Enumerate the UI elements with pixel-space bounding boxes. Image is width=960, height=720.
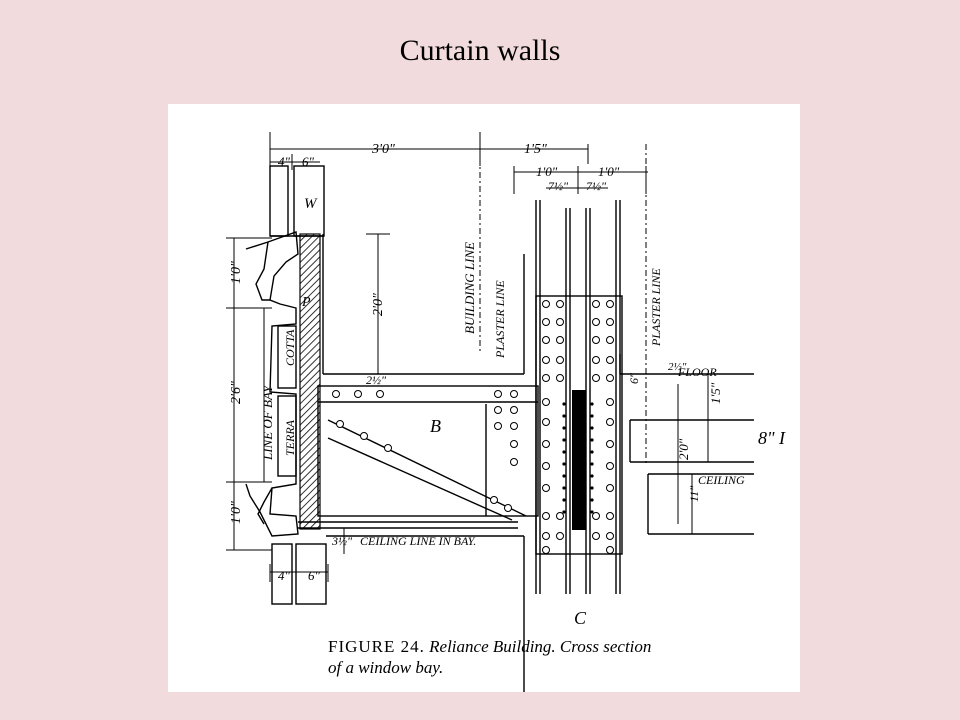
figure-caption: FIGURE 24. Reliance Building. Cross sect…: [328, 636, 788, 678]
caption-line-1: Reliance Building. Cross section: [429, 637, 652, 656]
section-drawing: 3'0" 1'5" 1'0" 1'0" 7½" 7½" 4" 6" W P CO…: [226, 132, 786, 692]
dim-top-width: 3'0": [371, 142, 395, 157]
dim-left-1-top: 1'0": [229, 261, 244, 284]
marker-c: C: [574, 608, 587, 628]
dim-top-4: 4": [278, 154, 291, 169]
dim-column-width-2: 1'0": [598, 164, 620, 179]
label-line-of-bay: LINE OF BAY: [260, 384, 275, 461]
label-building-line: BUILDING LINE: [462, 242, 477, 334]
figure-panel: 3'0" 1'5" 1'0" 1'0" 7½" 7½" 4" 6" W P CO…: [168, 104, 800, 692]
floor-beam: [619, 354, 754, 535]
dim-2-half-right: 2½": [668, 361, 687, 373]
terra-cotta-mullion: [245, 231, 299, 537]
masonry-pier: [299, 233, 321, 530]
marker-p: P: [301, 295, 311, 310]
marker-b: B: [430, 416, 441, 436]
dim-2-0-right: 2'0": [676, 438, 691, 460]
label-beam-8-i: 8" I: [758, 428, 786, 448]
label-ceiling: CEILING: [698, 473, 745, 487]
marker-w: W: [304, 196, 318, 212]
dim-6: 6": [627, 372, 641, 384]
label-floor: FLOOR: [677, 365, 717, 379]
dim-bottom-4: 4": [278, 568, 291, 583]
figure-number: FIGURE 24.: [328, 637, 425, 656]
dim-half-2: 7½": [586, 179, 607, 193]
dim-top-6: 6": [302, 154, 315, 169]
label-terra: TERRA: [283, 419, 297, 456]
label-plaster-line-left: PLASTER LINE: [493, 280, 507, 359]
slide-title: Curtain walls: [399, 34, 561, 67]
label-ceiling-line-bay: CEILING LINE IN BAY.: [360, 534, 476, 548]
column-core: [572, 390, 586, 530]
bottom-dimensions: [269, 564, 329, 582]
label-plaster-line-right: PLASTER LINE: [649, 268, 663, 347]
dim-top-right-width: 1'5": [524, 142, 547, 157]
dim-left-1-bottom: 1'0": [229, 501, 244, 524]
steel-column: [535, 200, 623, 594]
right-dimensions: [677, 374, 709, 534]
bay-framing: [298, 234, 539, 692]
dim-half-1: 7½": [548, 179, 569, 193]
dim-11: 11": [687, 485, 701, 502]
label-cotta: COTTA: [283, 329, 297, 366]
dim-3-half: 3½": [331, 534, 353, 548]
dim-1-5-right: 1'5": [708, 382, 723, 404]
dim-left-2-6: 2'6": [229, 381, 244, 404]
column-rivets: [542, 300, 614, 554]
left-dimensions: [226, 237, 272, 551]
bay-dimensions: [343, 233, 390, 554]
top-dimensions: [269, 132, 648, 194]
column-web-rivets: [562, 402, 594, 514]
reference-lines: [479, 144, 647, 464]
bracket-rivets: [332, 390, 518, 512]
caption-line-2: of a window bay.: [328, 658, 444, 677]
dim-2-half: 2½": [366, 373, 387, 387]
dim-column-width-1: 1'0": [536, 164, 558, 179]
dim-2-0-left: 2'0": [371, 293, 386, 316]
dim-bottom-6: 6": [308, 568, 321, 583]
